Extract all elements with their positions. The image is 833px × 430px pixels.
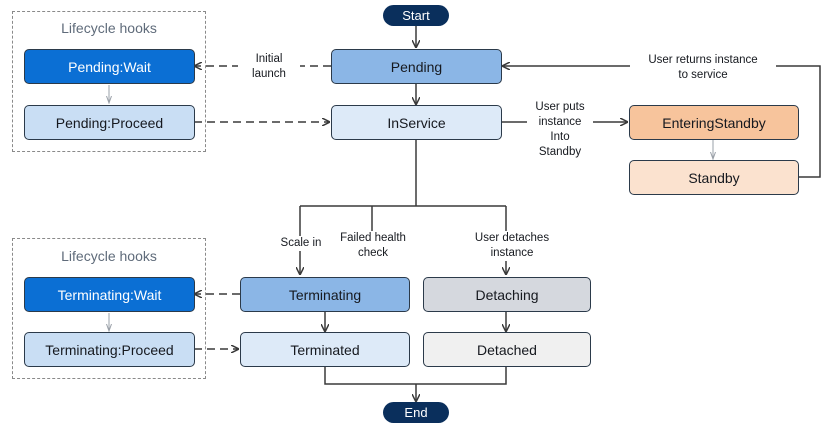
failed-health-line1: Failed health [340, 232, 406, 244]
initial-launch-label: Initial launch [238, 52, 300, 82]
user-puts-label: User puts instance Into Standby [527, 100, 593, 160]
initial-launch-line2: launch [252, 68, 286, 80]
failed-health-label: Failed health check [334, 231, 412, 261]
user-puts-line4: Standby [538, 146, 582, 158]
line-to-end [324, 367, 507, 385]
pending-proceed-state: Pending:Proceed [24, 105, 195, 140]
end-node: End [383, 402, 449, 423]
lifecycle-hooks-title-top: Lifecycle hooks [61, 20, 157, 36]
inservice-state: InService [331, 105, 502, 140]
user-detaches-label: User detaches instance [469, 231, 555, 261]
start-node: Start [383, 5, 449, 26]
user-detaches-line1: User detaches [474, 232, 550, 244]
detached-state: Detached [423, 332, 591, 367]
enteringstandby-state: EnteringStandby [629, 105, 799, 140]
lifecycle-hooks-group-top [12, 11, 206, 152]
user-detaches-line2: instance [490, 247, 534, 259]
user-returns-line1: User returns instance [648, 54, 758, 66]
terminating-wait-state: Terminating:Wait [24, 277, 195, 312]
user-returns-label: User returns instance to service [630, 53, 776, 83]
detaching-state: Detaching [423, 277, 591, 312]
user-puts-line2: instance [538, 116, 582, 128]
user-puts-line3: Into [550, 131, 570, 143]
terminating-state: Terminating [240, 277, 410, 312]
standby-state: Standby [629, 160, 799, 195]
terminated-state: Terminated [240, 332, 410, 367]
lifecycle-hooks-title-bottom: Lifecycle hooks [61, 248, 157, 264]
initial-launch-line1: Initial [255, 53, 283, 65]
user-returns-line2: to service [678, 69, 728, 81]
user-puts-line1: User puts [535, 101, 585, 113]
scale-in-line1: Scale in [280, 237, 322, 249]
failed-health-line2: check [357, 247, 389, 259]
pending-state: Pending [331, 49, 502, 84]
lifecycle-hooks-group-bottom [12, 238, 206, 379]
scale-in-label: Scale in [274, 236, 328, 251]
terminating-proceed-state: Terminating:Proceed [24, 332, 195, 367]
pending-wait-state: Pending:Wait [24, 49, 195, 84]
